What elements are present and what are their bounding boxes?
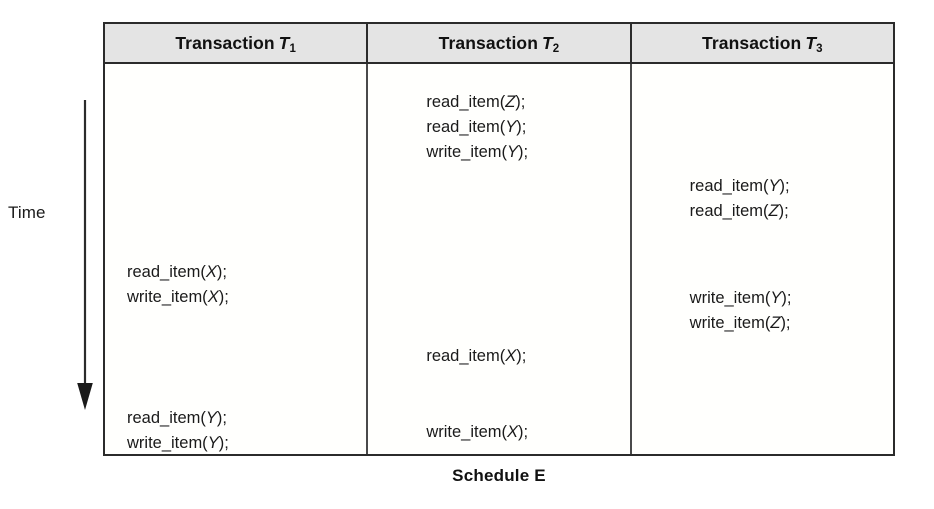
operation-block: write_item(X); xyxy=(426,420,528,445)
column-header-symbol-3: T3 xyxy=(805,32,823,55)
operation-line: read_item(X); xyxy=(426,347,527,365)
table-body-row: read_item(X); write_item(X); read_item(Y);… xyxy=(105,64,893,454)
operation-argument: Y xyxy=(770,289,782,307)
operation-block: read_item(X); xyxy=(426,344,526,369)
table-header-row: Transaction T1 Transaction T2 Transactio… xyxy=(105,24,893,64)
operation-line: write_item(Y); xyxy=(689,289,792,307)
operation-argument: Z xyxy=(770,314,781,332)
operation-block: read_item(Y); write_item(Y); xyxy=(127,406,229,456)
operation-argument: X xyxy=(207,288,219,306)
operation-line: write_item(X); xyxy=(127,288,229,306)
operation-line: read_item(X); xyxy=(127,263,227,281)
transaction-column-3: read_item(Y); read_item(Z); write_item(Y);… xyxy=(629,64,893,454)
column-header-transaction-2: Transaction T2 xyxy=(366,24,629,62)
column-header-transaction-1: Transaction T1 xyxy=(105,24,366,62)
operation-argument: X xyxy=(505,347,517,365)
operation-line: read_item(Z); xyxy=(689,202,789,220)
operation-argument: Z xyxy=(768,202,779,220)
operation-block: write_item(Y); write_item(Z); xyxy=(690,286,792,336)
operation-argument: Y xyxy=(768,177,780,195)
time-axis-label: Time xyxy=(8,203,46,222)
operation-argument: Y xyxy=(205,409,217,427)
operation-line: write_item(Y); xyxy=(426,143,529,161)
operation-block: read_item(X); write_item(X); xyxy=(127,260,229,310)
operation-argument: Y xyxy=(505,118,517,136)
transaction-column-2: read_item(Z); read_item(Y); write_item(Y);… xyxy=(366,64,629,454)
operation-block: read_item(Y); read_item(Z); xyxy=(690,174,790,224)
column-header-prefix-2: Transaction xyxy=(438,32,538,53)
column-header-symbol-2: T2 xyxy=(542,32,560,55)
operation-line: write_item(Y); xyxy=(127,434,229,452)
operation-line: read_item(Y); xyxy=(426,118,527,136)
operation-line: read_item(Z); xyxy=(426,93,526,111)
column-header-prefix-3: Transaction xyxy=(702,32,802,53)
time-arrow-down-icon xyxy=(77,100,93,410)
time-axis: Time xyxy=(0,0,103,460)
column-header-transaction-3: Transaction T3 xyxy=(629,24,893,62)
operation-argument: Y xyxy=(207,434,219,452)
operation-argument: Z xyxy=(505,93,516,111)
operation-argument: X xyxy=(205,263,217,281)
column-header-prefix-1: Transaction xyxy=(175,32,275,53)
column-header-subscript-3: 3 xyxy=(816,42,823,55)
schedule-table: Transaction T1 Transaction T2 Transactio… xyxy=(103,22,895,456)
operation-line: read_item(Y); xyxy=(689,177,790,195)
operation-line: read_item(Y); xyxy=(127,409,227,427)
figure-caption: Schedule E xyxy=(452,466,546,485)
column-header-symbol-1: T1 xyxy=(278,32,296,55)
column-header-subscript-2: 2 xyxy=(552,42,560,55)
transaction-column-1: read_item(X); write_item(X); read_item(Y);… xyxy=(105,64,366,454)
column-header-subscript-1: 1 xyxy=(289,42,296,55)
operation-block: read_item(Z); read_item(Y); write_item(Y); xyxy=(426,90,528,165)
operation-argument: Y xyxy=(507,143,519,161)
operation-argument: X xyxy=(507,423,519,441)
operation-line: write_item(Z); xyxy=(689,314,791,332)
operation-line: write_item(X); xyxy=(426,423,529,441)
